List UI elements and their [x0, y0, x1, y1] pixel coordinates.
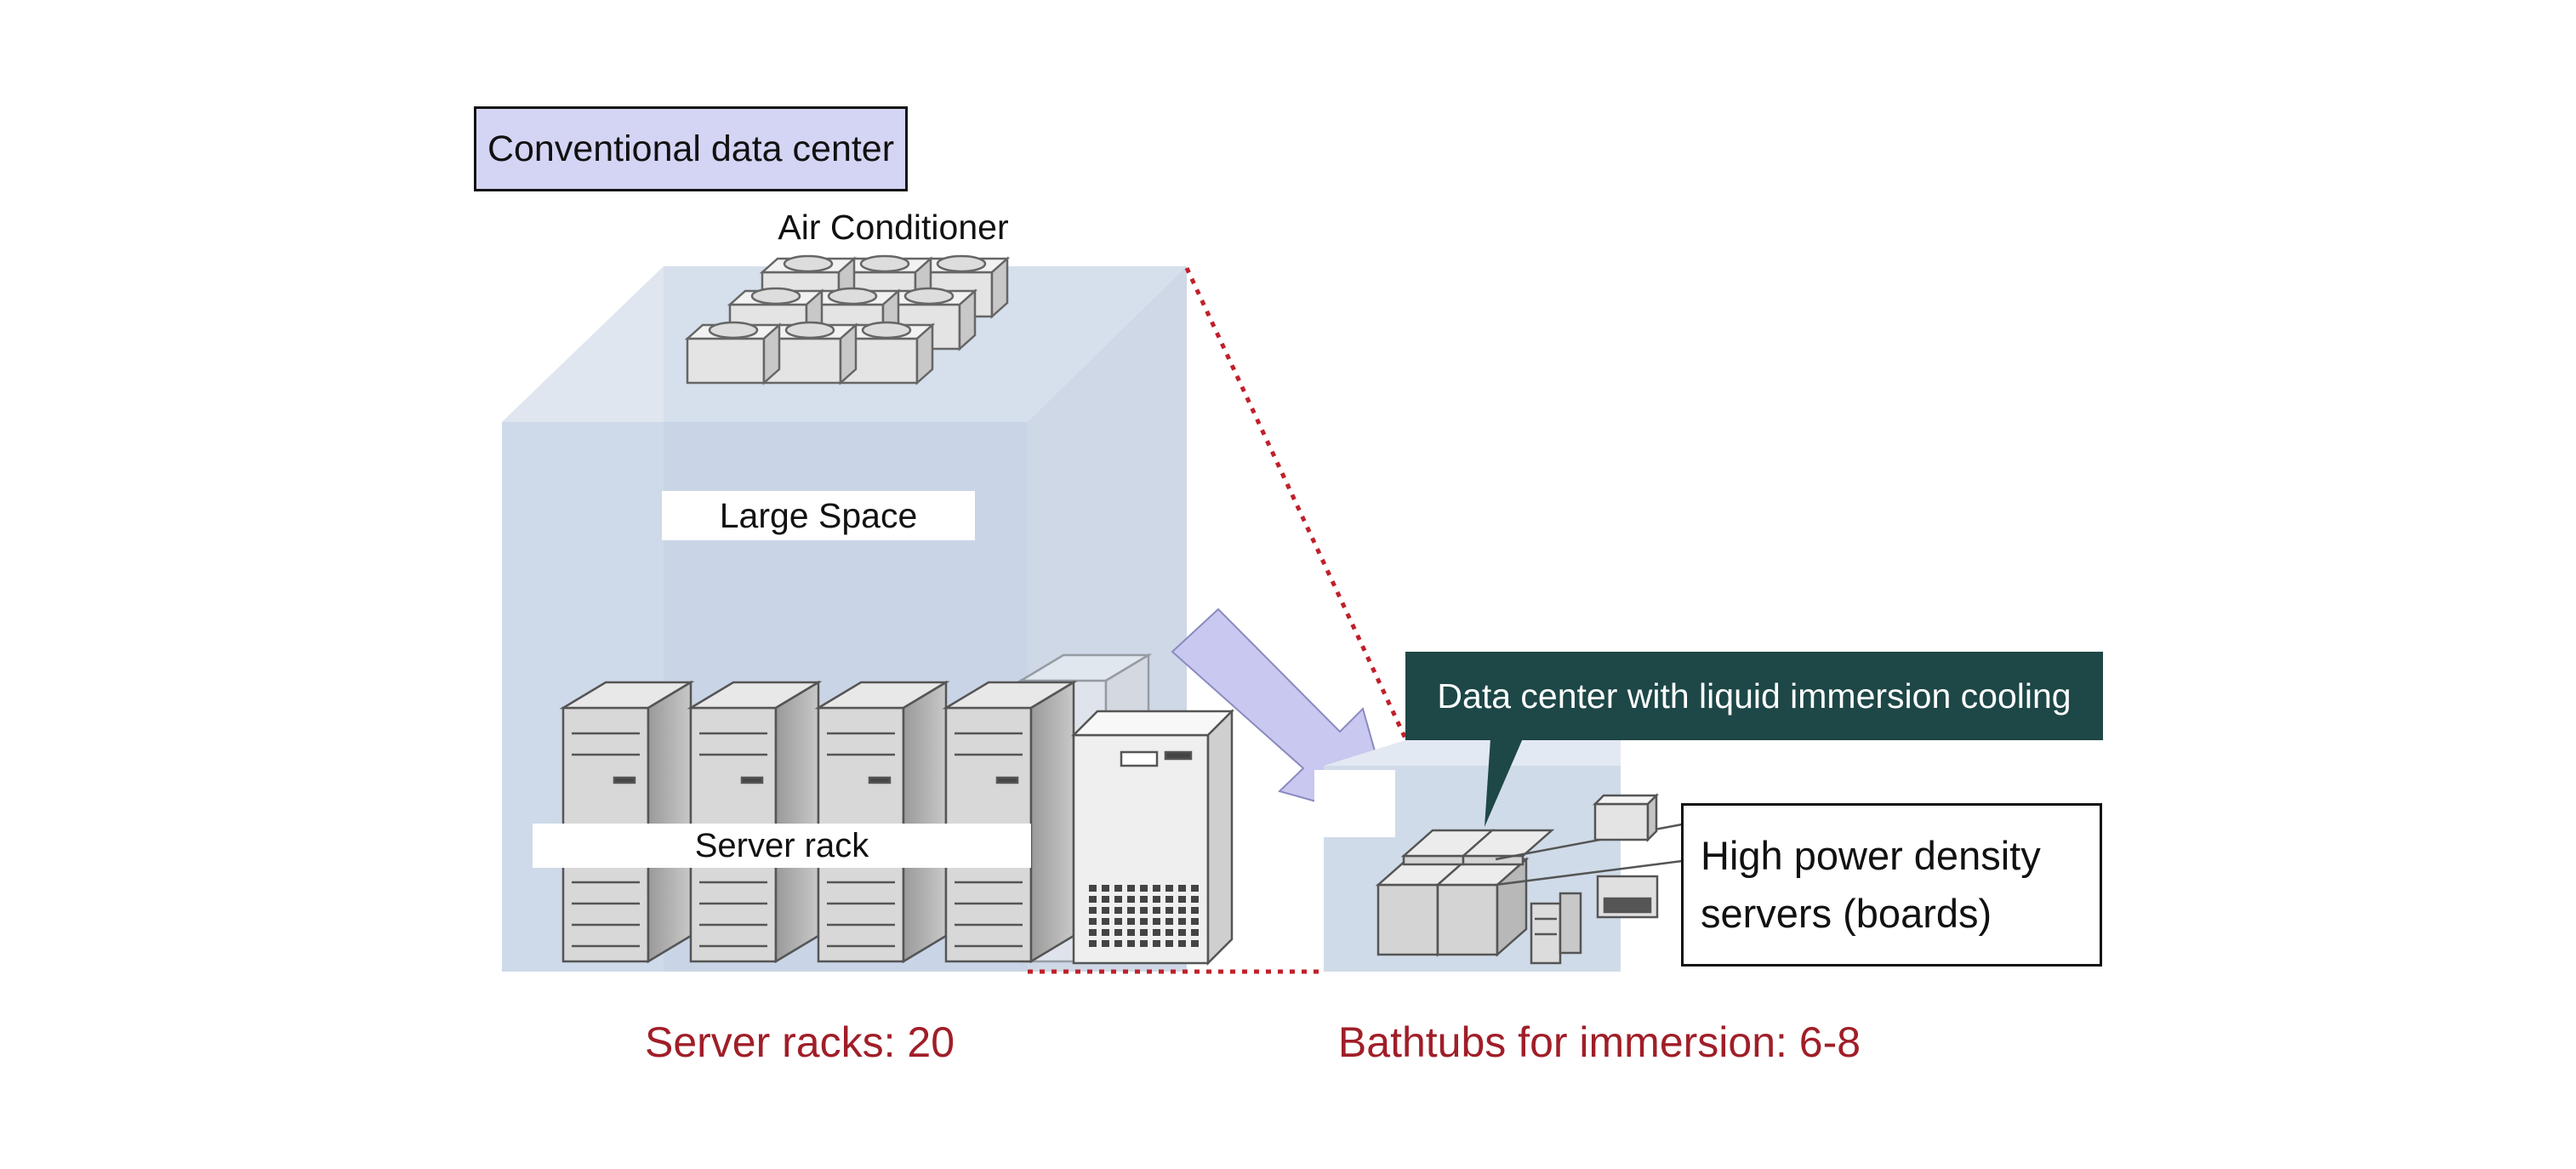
vent-slot — [1191, 885, 1199, 892]
vent-slot — [1165, 940, 1173, 947]
vent-slot — [1114, 885, 1122, 892]
air-conditioner-label: Air Conditioner — [778, 207, 1009, 247]
vent-slot — [1165, 896, 1173, 903]
vent-slot — [1114, 929, 1122, 936]
air-conditioner-units — [684, 254, 1011, 385]
title-pointer — [1485, 738, 1523, 827]
vent-slot — [1191, 918, 1199, 925]
bathtubs-count: Bathtubs for immersion: 6-8 — [1337, 1018, 1861, 1066]
vent-slot — [1165, 918, 1173, 925]
vent-slot — [1153, 896, 1160, 903]
vent-slot — [1140, 885, 1148, 892]
vent-slot — [1178, 918, 1186, 925]
vent-slot — [1127, 918, 1135, 925]
vent-slot — [1089, 918, 1097, 925]
vent-slot — [1140, 896, 1148, 903]
vent-slot — [1191, 907, 1199, 914]
servers-label-line2: servers (boards) — [1701, 891, 1992, 936]
vent-slot — [1102, 940, 1109, 947]
vent-slot — [1089, 907, 1097, 914]
conventional-title: Conventional data center — [474, 106, 908, 191]
vent-slot — [1127, 896, 1135, 903]
vent-slot — [1102, 918, 1109, 925]
vent-slot — [1089, 929, 1097, 936]
vent-slot — [1114, 940, 1122, 947]
high-density-servers-label: High power density servers (boards) — [1681, 803, 2102, 967]
vent-slot — [1089, 896, 1097, 903]
vent-slot — [1140, 940, 1148, 947]
vent-slot — [1178, 929, 1186, 936]
vent-slot — [1165, 885, 1173, 892]
cooling-cabinet — [1070, 708, 1235, 967]
vent-slot — [1127, 929, 1135, 936]
vent-slot — [1089, 885, 1097, 892]
vent-slot — [1127, 940, 1135, 947]
vent-slot — [1140, 918, 1148, 925]
vent-slot — [1178, 885, 1186, 892]
vent-slot — [1114, 896, 1122, 903]
vent-slot — [1165, 929, 1173, 936]
vent-slot — [1165, 907, 1173, 914]
vent-slot — [1140, 929, 1148, 936]
vent-slot — [1191, 929, 1199, 936]
vent-slot — [1102, 929, 1109, 936]
vent-slot — [1114, 907, 1122, 914]
vent-slot — [1178, 940, 1186, 947]
server-racks — [559, 653, 1153, 964]
immersion-title: Data center with liquid immersion coolin… — [1405, 652, 2103, 740]
vent-slot — [1153, 940, 1160, 947]
vent-slot — [1178, 907, 1186, 914]
vent-slot — [1114, 918, 1122, 925]
servers-label-line1: High power density — [1701, 833, 2041, 878]
vent-slot — [1127, 885, 1135, 892]
vent-slot — [1153, 885, 1160, 892]
vent-slot — [1089, 940, 1097, 947]
vent-slot — [1102, 896, 1109, 903]
vent-slot — [1127, 907, 1135, 914]
vent-slot — [1153, 929, 1160, 936]
vent-slot — [1102, 907, 1109, 914]
vent-slot — [1178, 896, 1186, 903]
vent-slot — [1153, 907, 1160, 914]
server-rack-label: Server rack — [533, 824, 1031, 868]
large-space-label: Large Space — [662, 491, 975, 540]
server-racks-count: Server racks: 20 — [644, 1018, 955, 1066]
vent-slot — [1102, 885, 1109, 892]
vent-slot — [1140, 907, 1148, 914]
vent-slot — [1153, 918, 1160, 925]
vent-slot — [1191, 896, 1199, 903]
connection-lines — [1028, 266, 1408, 974]
vent-slot — [1191, 940, 1199, 947]
immersion-bathtubs — [1375, 792, 1696, 965]
